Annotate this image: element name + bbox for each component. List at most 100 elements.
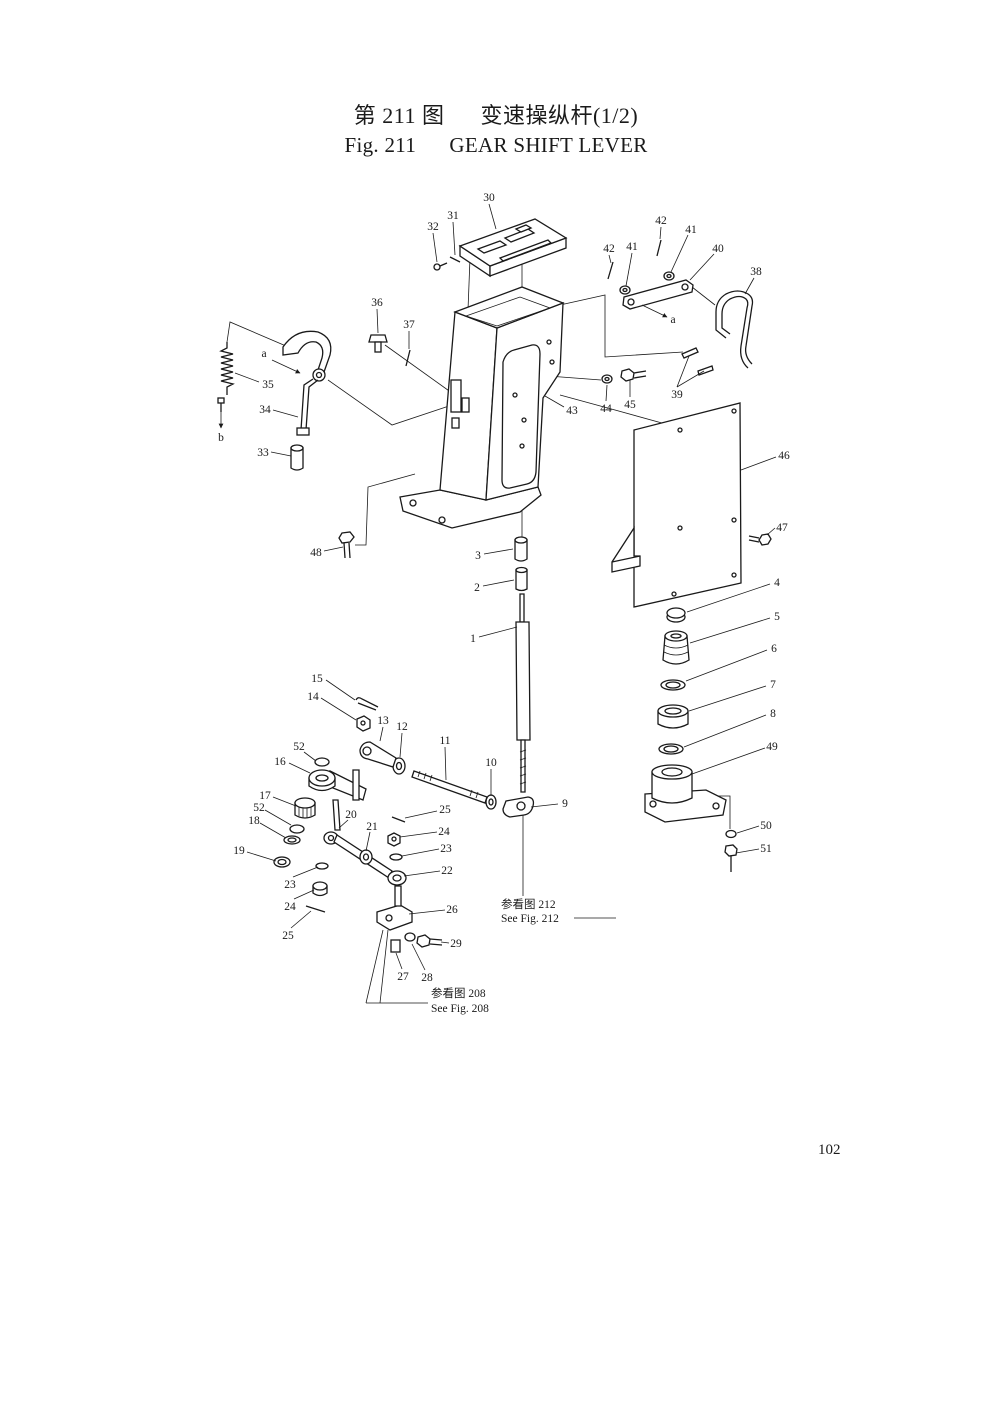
leader-line [452,221,456,256]
nut-14 [356,715,371,732]
callout-label: 9 [562,798,568,810]
leader-line [440,941,450,944]
callout-label: 24 [284,901,296,913]
callout-label: 22 [441,865,453,877]
callout-label: 14 [307,691,319,703]
callout-label: 18 [248,815,260,827]
leader-line [744,277,755,295]
callout-label: 29 [450,938,462,950]
leader-line [401,848,440,857]
callout-label: 25 [282,930,294,942]
callout-label: 37 [403,319,415,331]
callout-label: 25 [439,804,451,816]
washer-6 [660,679,686,691]
ring-4 [666,607,686,623]
callout-label: 38 [750,266,762,278]
callout-label: a [670,314,675,326]
callout-label: 40 [712,243,724,255]
leader-line [766,527,776,536]
leader-line [338,819,349,829]
leader-line [676,355,690,388]
callout-label: 21 [366,821,378,833]
leader-line [411,943,426,971]
leader-line [246,851,277,862]
leader-line [605,384,608,402]
callout-label: 12 [396,721,408,733]
callout-label: 8 [770,708,776,720]
leader-line [683,714,767,748]
leader-line [408,909,446,915]
callout-label: 10 [485,757,497,769]
shift-rod-1 [515,593,531,793]
callout-label: 7 [770,679,776,691]
cover-pin [449,256,461,263]
pin-25-left [305,905,326,913]
callout-label: 51 [760,843,772,855]
leader-line [689,253,715,281]
callout-label: 35 [262,379,274,391]
plug-52-bottom [289,824,305,834]
washer-50 [725,829,737,839]
leader-line [272,409,299,418]
leader-line [544,395,565,408]
bolt-47 [748,533,772,546]
pin-33 [290,444,304,471]
leader-line [399,732,403,758]
washer-19 [273,856,291,868]
nut-24-right [387,832,401,847]
callout-label: 6 [771,643,777,655]
leader-line [688,685,767,712]
leader-line [325,679,356,701]
pin-42-right [656,239,662,257]
leader-line [320,697,357,721]
callout-label: 52 [293,741,305,753]
callout-label: a [261,348,266,360]
side-plate-46 [611,402,742,608]
callout-label: 27 [397,971,409,983]
bearing-7 [657,704,689,729]
leader-lines [234,203,777,971]
pin-15 [355,697,379,711]
leader-line [288,762,311,774]
figure-title-english: Fig. 211 GEAR SHIFT LEVER [344,133,648,157]
lever-shaft [296,378,319,436]
callout-label: 36 [371,297,383,309]
leader-line [290,910,312,929]
callout-label: 32 [427,221,439,233]
bolt-29 [416,934,443,948]
callout-label: 34 [259,404,271,416]
washer-41-left [619,285,631,295]
leader-line [379,726,384,742]
callout-label: 45 [624,399,636,411]
callout-label: 30 [483,192,495,204]
link-40 [622,279,694,310]
callout-label: 23 [284,879,296,891]
leader-line [293,889,315,900]
washer-28 [404,932,416,942]
leader-line [676,370,705,388]
washer-44 [601,374,613,384]
leader-line [625,252,633,287]
leader-line [444,746,447,781]
cover-bolt [433,262,448,271]
figure-title-chinese: 第 211 图 变速操纵杆(1/2) [353,103,639,128]
bolt-45 [620,368,647,382]
leader-line [404,810,438,819]
leader-line [399,831,438,838]
leader-line [234,372,260,383]
callout-label: 48 [310,547,322,559]
callout-label: 42 [655,215,667,227]
washer-8 [658,743,684,755]
reference-fig-208-cn: 参看图 208 [431,986,486,1000]
callout-label: 52 [253,802,265,814]
pin-25-right [391,816,406,823]
callout-label: 1 [470,633,476,645]
callout-label: 41 [685,224,697,236]
bolt-48 [338,531,355,559]
plug-52-top [314,757,330,767]
cap-3 [514,536,528,562]
handle-38 [715,290,754,369]
leader-line [530,803,559,808]
callout-label: 47 [776,522,788,534]
rod-11 [411,770,488,804]
